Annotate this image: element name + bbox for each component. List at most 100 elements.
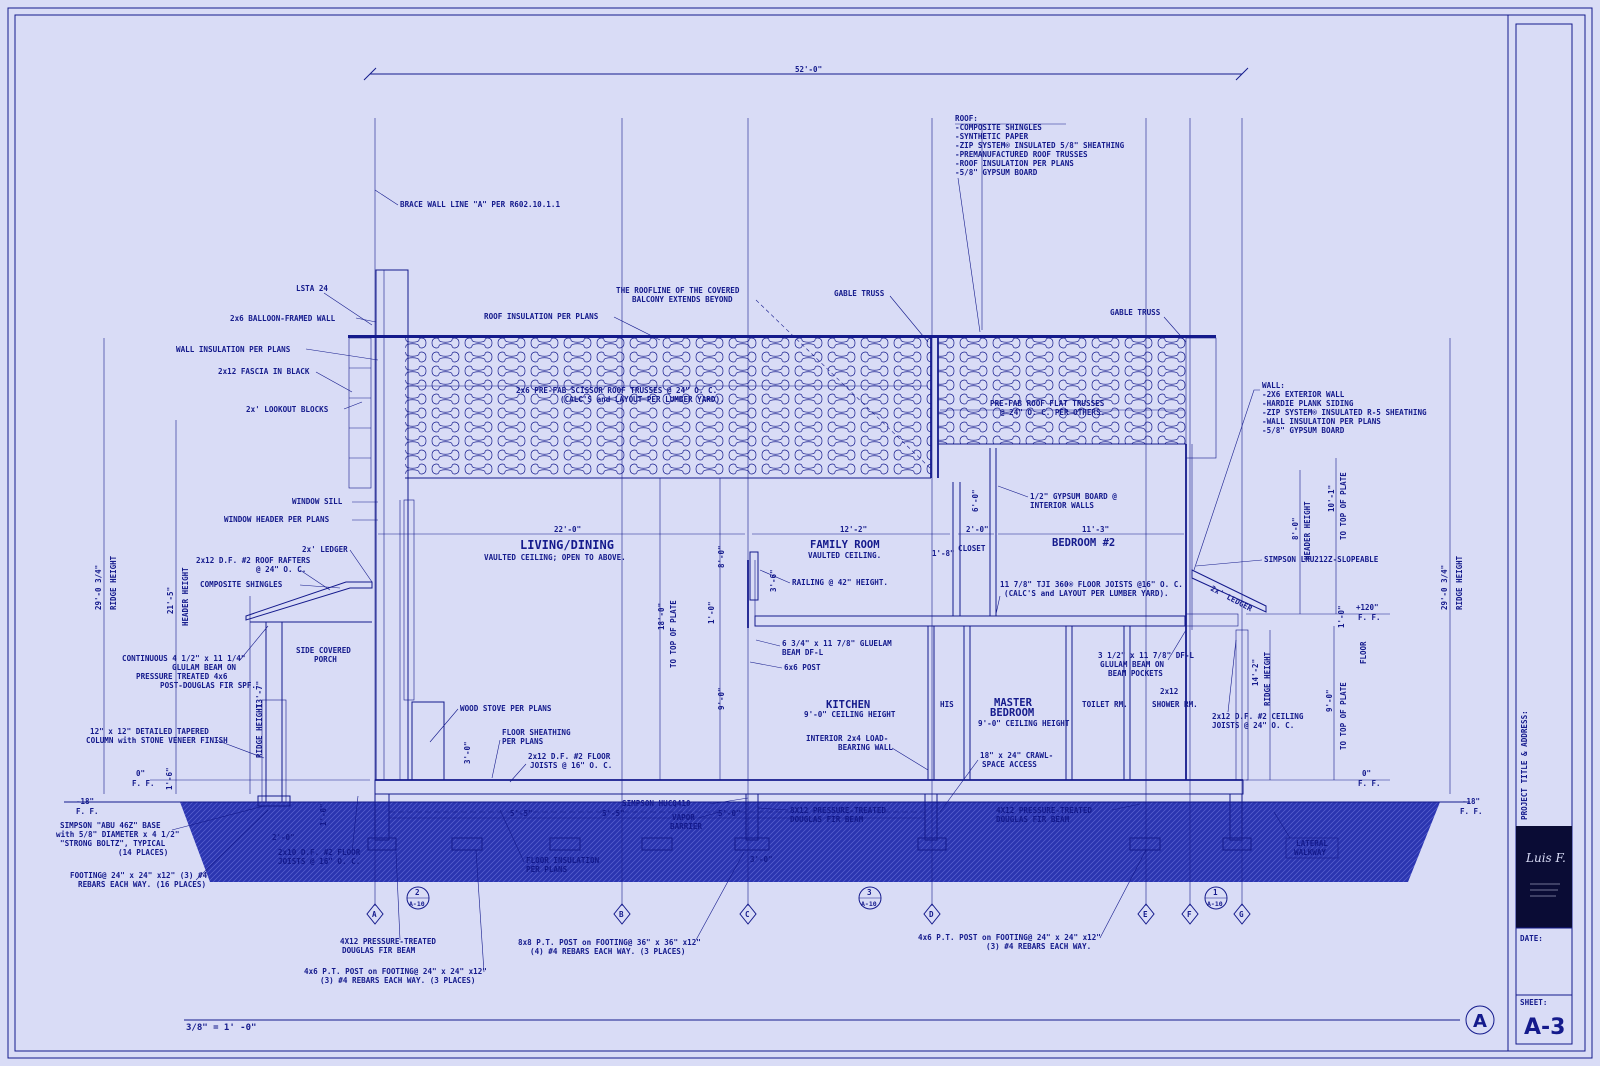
grid-marker-a bbox=[366, 903, 384, 925]
date-label: DATE: bbox=[1520, 934, 1543, 943]
room-toilet: TOILET RM. bbox=[1082, 700, 1128, 709]
note-joists-2x10-1: 2x10 D.F. #2 FLOOR bbox=[278, 848, 361, 857]
note-crawl-1: 18" x 24" CRAWL- bbox=[980, 751, 1053, 760]
grid-label-c: C bbox=[745, 910, 750, 919]
room-master-2: BEDROOM bbox=[990, 707, 1034, 719]
project-title-label: PROJECT TITLE & ADDRESS: bbox=[1520, 710, 1529, 820]
note-bearing-wall-1: INTERIOR 2x4 LOAD- bbox=[806, 734, 888, 743]
second-floor bbox=[754, 615, 1186, 627]
note-railing: RAILING @ 42" HEIGHT. bbox=[792, 578, 888, 587]
dim-1-0-b: 1'-0" bbox=[319, 803, 328, 826]
svg-text:-2X6 EXTERIOR WALL: -2X6 EXTERIOR WALL bbox=[1262, 390, 1345, 399]
ground-gravel bbox=[180, 802, 1440, 882]
room-his: HIS bbox=[940, 700, 954, 709]
note-tji-2: (CALC'S and LAYOUT PER LUMBER YARD). bbox=[1004, 589, 1169, 598]
dim-8-0: 8'-0" bbox=[717, 545, 726, 568]
note-footing-1: FOOTING@ 24" x 24" x12" (3) #4 bbox=[70, 871, 208, 880]
dim-floor-plate-label: TO TOP OF PLATE bbox=[1339, 682, 1348, 750]
dim-2-0: 2'-0" bbox=[966, 525, 989, 534]
svg-text:-SYNTHETIC PAPER: -SYNTHETIC PAPER bbox=[955, 132, 1029, 141]
room-shower-a: 2x12 bbox=[1160, 687, 1178, 696]
note-rafters-2: @ 24" O. C. bbox=[256, 565, 306, 574]
svg-text:-COMPOSITE SHINGLES: -COMPOSITE SHINGLES bbox=[955, 123, 1042, 132]
svg-text:-ZIP SYSTEM® INSULATED R-5 SHE: -ZIP SYSTEM® INSULATED R-5 SHEATHING bbox=[1262, 408, 1427, 417]
roof-top-chord bbox=[348, 335, 1216, 338]
svg-text:-HARDIE PLANK SIDING: -HARDIE PLANK SIDING bbox=[1262, 399, 1354, 408]
room-kitchen: KITCHEN bbox=[826, 699, 870, 711]
room-kitchen-sub: 9'-0" CEILING HEIGHT bbox=[804, 710, 896, 719]
svg-text:0": 0" bbox=[1362, 769, 1371, 778]
svg-text:WALL:: WALL: bbox=[1262, 381, 1285, 390]
section-mark bbox=[1465, 1005, 1495, 1035]
right-ledger-roof bbox=[1191, 569, 1267, 613]
note-simpson-lru: SIMPSON LRU212Z-SLOPEABLE bbox=[1264, 555, 1379, 564]
dim-rh-header: 8'-0" bbox=[1291, 517, 1300, 540]
dim-porch-ridge: 13'-7" bbox=[255, 681, 264, 708]
svg-text:0": 0" bbox=[136, 769, 145, 778]
note-lateral-1: LATERAL bbox=[1296, 839, 1328, 848]
dim-ridge-left-label: RIDGE HEIGHT bbox=[109, 555, 118, 610]
note-column-2: COLUMN with STONE VENEER FINISH bbox=[86, 736, 228, 745]
svg-text:-5/8" GYPSUM BOARD: -5/8" GYPSUM BOARD bbox=[1262, 426, 1345, 435]
dim-3-6: 3'-6" bbox=[769, 569, 778, 592]
dim-ridge-right: 29'-0 3/4" bbox=[1440, 565, 1449, 610]
dim-3-0: 3'-0" bbox=[463, 741, 472, 764]
room-living-sub: VAULTED CEILING; OPEN TO ABOVE. bbox=[484, 553, 626, 562]
svg-text:F. F.: F. F. bbox=[1358, 779, 1381, 788]
note-beam-4x12-2: DOUGLAS FIR BEAM bbox=[342, 946, 416, 955]
note-fascia: 2x12 FASCIA IN BLACK bbox=[218, 367, 310, 376]
dim-6-0: 6'-0" bbox=[971, 489, 980, 512]
note-pt-8x12-1: 8X12 PRESSURE-TREATED bbox=[790, 806, 886, 815]
flat-truss-insulation bbox=[938, 338, 1186, 444]
porch-roof bbox=[245, 581, 373, 621]
dim-3-0-b: 3'-0" bbox=[750, 855, 773, 864]
first-floor-joists bbox=[374, 779, 1244, 795]
dim-rh-plate: 10'-1" bbox=[1327, 485, 1336, 512]
note-glulam-63-2: BEAM DF-L bbox=[782, 648, 824, 657]
note-flat-1: PRE-FAB ROOF FLAT TRUSSES bbox=[990, 399, 1105, 408]
dim-rr-ridge: 14'-2" bbox=[1251, 659, 1260, 686]
title-block bbox=[1515, 23, 1573, 1045]
svg-text:-ROOF INSULATION PER PLANS: -ROOF INSULATION PER PLANS bbox=[955, 159, 1074, 168]
note-beam-4x12-1: 4X12 PRESSURE-TREATED bbox=[340, 937, 436, 946]
note-post-8x8-2: (4) #4 REBARS EACH WAY. (3 PLACES) bbox=[530, 947, 685, 956]
svg-text:F. F.: F. F. bbox=[76, 807, 99, 816]
note-glulam-2: GLULAM BEAM ON bbox=[172, 663, 236, 672]
note-gyp-1: 1/2" GYPSUM BOARD @ bbox=[1030, 492, 1117, 501]
note-roofline-1: THE ROOFLINE OF THE COVERED bbox=[616, 286, 740, 295]
dim-1-8: 1'-8" bbox=[932, 549, 955, 558]
dim-5-0: 5'-0" bbox=[718, 809, 741, 818]
note-pt-8x12-2: DOUGLAS FIR BEAM bbox=[790, 815, 864, 824]
grid-marker-e bbox=[1137, 903, 1155, 925]
dim-2-0-b: 2'-0" bbox=[272, 833, 295, 842]
sheet-number: A-3 bbox=[1524, 1015, 1565, 1040]
note-glulam-31-1: 3 1/2" x 11 7/8" DF-L bbox=[1098, 651, 1194, 660]
room-closet: CLOSET bbox=[958, 544, 986, 553]
note-pt-4x12-2: DOUGLAS FIR BEAM bbox=[996, 815, 1070, 824]
note-floor-sheathing-1: FLOOR SHEATHING bbox=[502, 728, 571, 737]
dim-header-left-label: HEADER HEIGHT bbox=[181, 567, 190, 626]
room-master-sub: 9'-0" CEILING HEIGHT bbox=[978, 719, 1070, 728]
note-floor-ins-2: PER PLANS bbox=[526, 865, 568, 874]
dim-rr-ridge-label: RIDGE HEIGHT bbox=[1263, 651, 1272, 706]
grid-marker-d bbox=[923, 903, 941, 925]
note-joists-2x10-2: JOISTS @ 16" O. C. bbox=[278, 857, 360, 866]
dim-porch-ridge-label: RIDGE HEIGHT bbox=[255, 703, 264, 758]
drawing-scale: 3/8" = 1' -0" bbox=[186, 1023, 256, 1033]
dim-1-6: 1'-6" bbox=[165, 767, 174, 790]
note-floor-joists-2: JOISTS @ 16" O. C. bbox=[530, 761, 612, 770]
foundation-piers bbox=[374, 793, 1243, 841]
note-floor-sheathing-2: PER PLANS bbox=[502, 737, 544, 746]
note-glulam-3: PRESSURE TREATED 4x6 bbox=[136, 672, 228, 681]
grid-marker-g bbox=[1233, 903, 1251, 925]
note-lateral-2: WALKWAY bbox=[1294, 848, 1326, 857]
room-bedroom2: BEDROOM #2 bbox=[1052, 537, 1115, 549]
dim-1-0-r: 1'-0" bbox=[1337, 605, 1346, 628]
room-family: FAMILY ROOM bbox=[810, 539, 880, 551]
note-floor-joists-1: 2x12 D.F. #2 FLOOR bbox=[528, 752, 611, 761]
note-roof-ins: ROOF INSULATION PER PLANS bbox=[484, 312, 599, 321]
grid-label-g: G bbox=[1239, 910, 1244, 919]
note-column-1: 12" x 12" DETAILED TAPERED bbox=[90, 727, 209, 736]
detail-tag-2-num: 2 bbox=[415, 888, 420, 897]
svg-text:-WALL INSULATION PER PLANS: -WALL INSULATION PER PLANS bbox=[1262, 417, 1381, 426]
